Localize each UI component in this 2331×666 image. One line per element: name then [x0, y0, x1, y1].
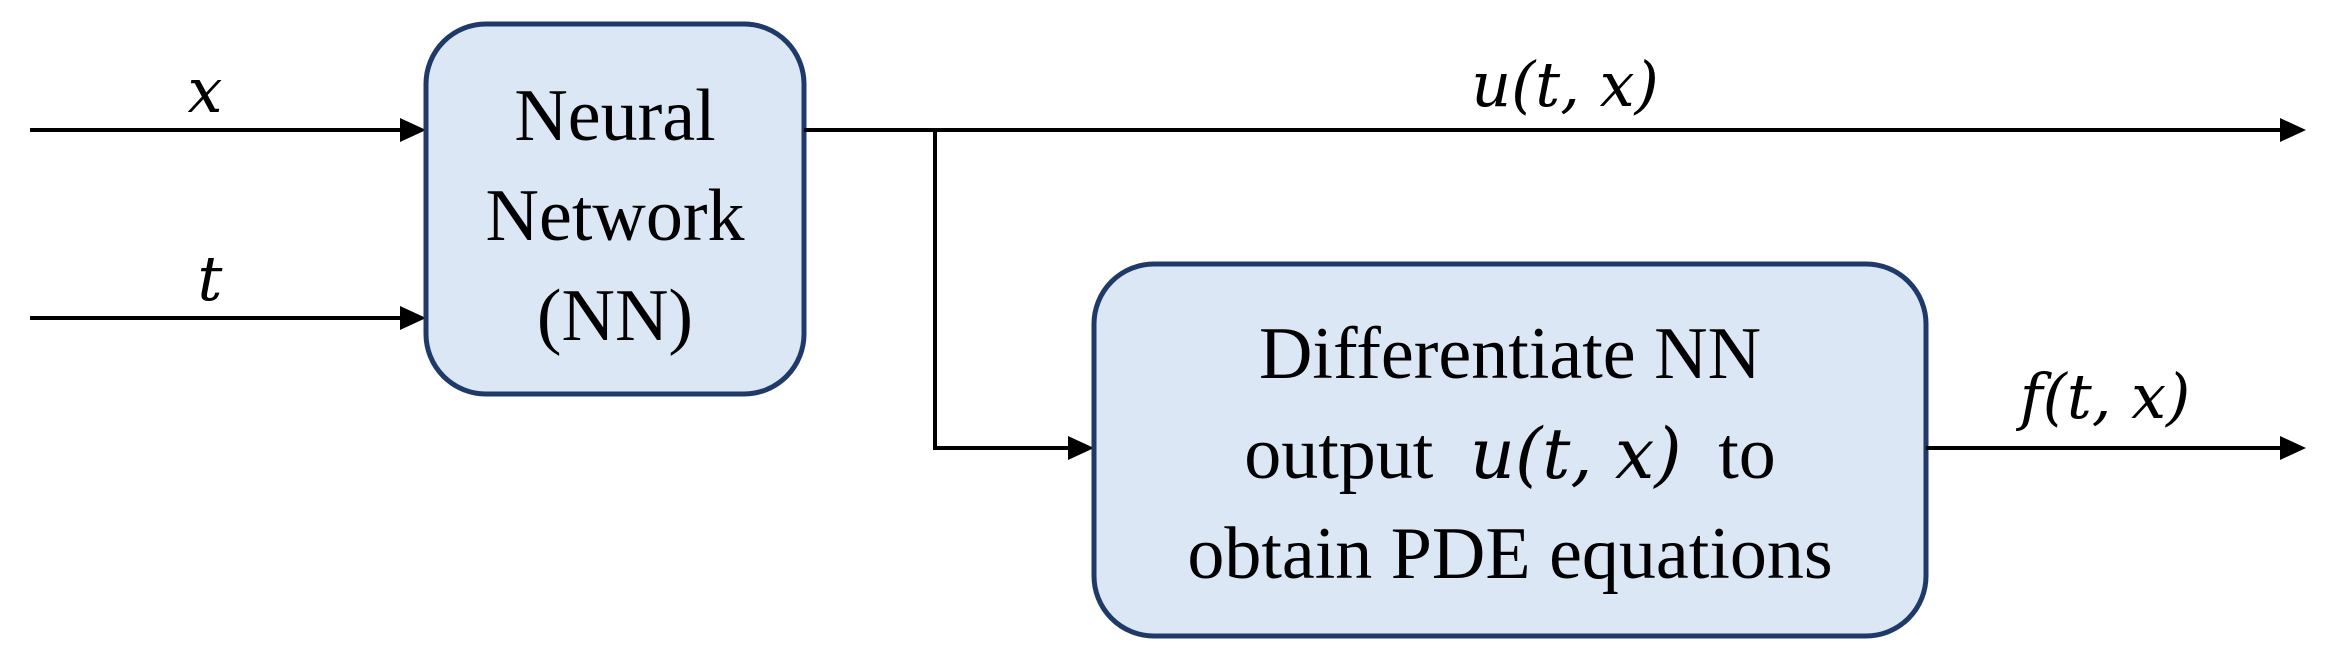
f-output-arrowhead — [2280, 436, 2306, 460]
t-input-label: t — [198, 242, 223, 315]
t-input-arrowhead — [400, 306, 426, 330]
diff-box-line-2-prefix: output — [1244, 413, 1434, 495]
branch-arrowhead — [1068, 436, 1094, 460]
diff-box-line-2-suffix: to — [1718, 413, 1776, 495]
u-output-label: u(t, x) — [1471, 48, 1659, 121]
nn-box-line-2: Network — [486, 175, 745, 257]
nn-box-line-1: Neural — [514, 75, 715, 157]
u-output-arrowhead — [2280, 118, 2306, 142]
diff-box-line-2: output u(t, x) to — [1244, 413, 1776, 495]
neural-network-box — [423, 21, 807, 397]
diff-box-line-1: Differentiate NN — [1259, 313, 1761, 395]
x-input-label: x — [188, 54, 223, 127]
f-output-label: f(t, x) — [2016, 360, 2191, 433]
diff-box-line-2-math: u(t, x) — [1470, 413, 1682, 495]
branch-connector — [933, 130, 1085, 450]
diff-box-line-3: obtain PDE equations — [1187, 513, 1832, 595]
nn-box-line-3: (NN) — [537, 275, 693, 357]
x-input-arrowhead — [400, 118, 426, 142]
